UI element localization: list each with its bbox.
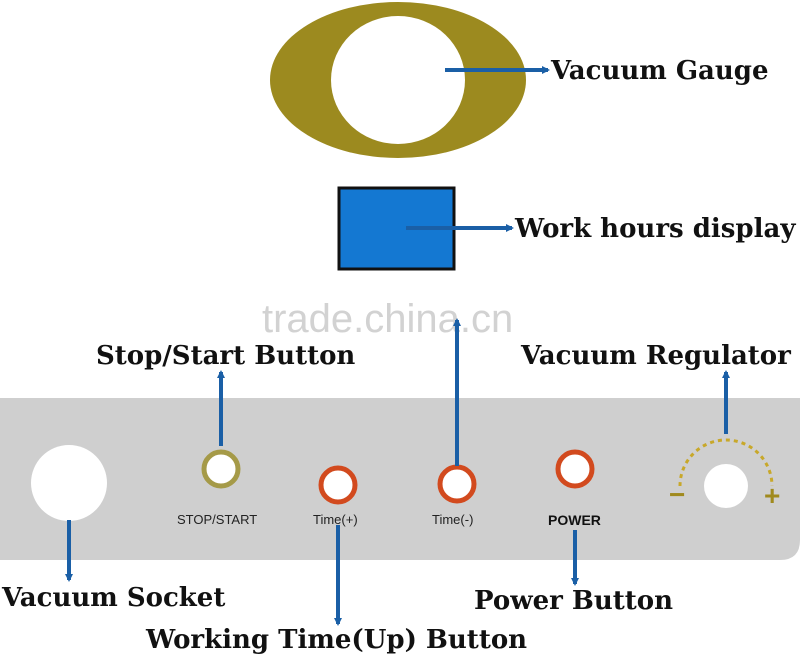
regulator-minus-sign: − xyxy=(669,479,685,510)
vacuum-gauge-face xyxy=(331,16,465,144)
stop-start-label: STOP/START xyxy=(177,512,257,527)
power-label: POWER xyxy=(548,512,601,528)
power-button[interactable] xyxy=(555,449,595,489)
vacuum-socket-callout: Vacuum Socket xyxy=(1,583,225,613)
vacuum-regulator[interactable]: − + xyxy=(669,438,780,511)
time-minus-button[interactable] xyxy=(437,464,477,504)
watermark-text: trade.china.cn xyxy=(262,297,513,341)
vacuum-gauge xyxy=(270,2,526,158)
vacuum-gauge-callout: Vacuum Gauge xyxy=(550,56,769,86)
vacuum-socket[interactable] xyxy=(31,445,107,521)
regulator-knob[interactable] xyxy=(704,464,748,508)
regulator-scale xyxy=(678,438,774,487)
stop-start-button[interactable] xyxy=(201,449,241,489)
work-hours-callout: Work hours display xyxy=(514,214,796,244)
time-minus-label: Time(-) xyxy=(432,512,473,527)
vacuum-regulator-callout: Vacuum Regulator xyxy=(520,341,791,371)
power-button-callout: Power Button xyxy=(474,586,673,616)
time-plus-label: Time(+) xyxy=(313,512,358,527)
working-time-callout: Working Time(Up) Button xyxy=(145,625,527,655)
stop-start-callout: Stop/Start Button xyxy=(96,341,355,371)
front-panel xyxy=(0,398,800,560)
regulator-plus-sign: + xyxy=(764,480,780,511)
time-plus-button[interactable] xyxy=(318,465,358,505)
